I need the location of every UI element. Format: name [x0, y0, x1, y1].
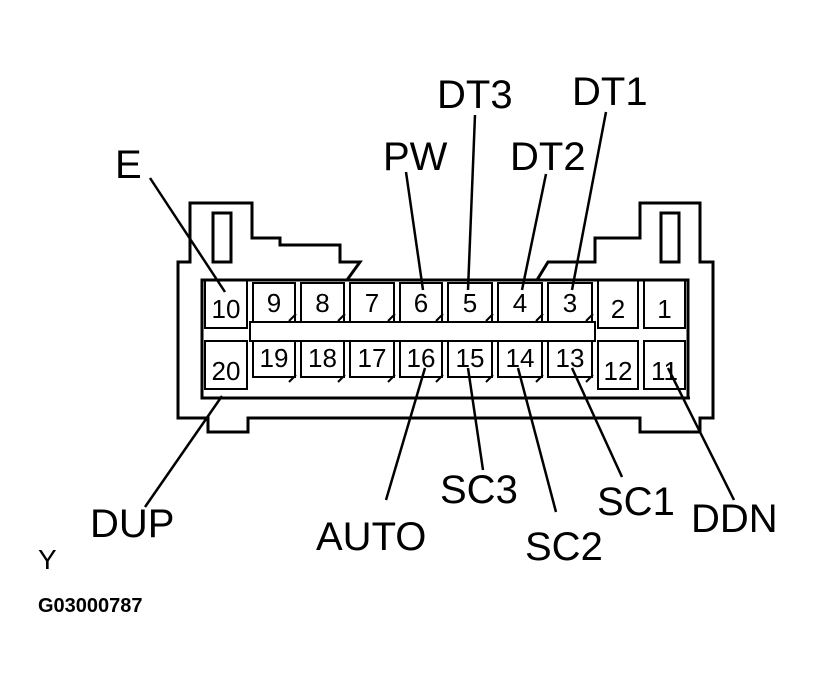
- pin-cavity: [547, 340, 593, 378]
- view-letter: Y: [38, 544, 57, 575]
- pin-cavity: [204, 279, 248, 329]
- pin-key-mark: [337, 374, 346, 383]
- leader-sc1: [570, 367, 624, 478]
- pin-number: 5: [463, 288, 477, 318]
- pin-key-mark: [387, 374, 396, 383]
- pin-number: 10: [212, 294, 241, 324]
- label-e: E: [115, 143, 142, 187]
- pin-number: 20: [212, 356, 241, 386]
- row-separator: [249, 321, 596, 342]
- label-pw: PW: [383, 135, 448, 179]
- leader-dt1: [570, 111, 608, 291]
- leader-dt2: [520, 173, 548, 291]
- pin-number: 18: [308, 343, 337, 373]
- pin-number: 1: [657, 294, 671, 324]
- pin-cavity: [204, 340, 248, 390]
- pin-number: 12: [604, 356, 633, 386]
- leader-sc2: [516, 367, 558, 513]
- pin-number: 13: [556, 343, 585, 373]
- pin-number: 14: [506, 343, 535, 373]
- pin-key-mark: [485, 313, 494, 322]
- pin-key-mark: [435, 374, 444, 383]
- pin-cavity: [349, 282, 395, 323]
- pin-cavity: [547, 282, 593, 323]
- pin-cavity: [643, 279, 686, 329]
- pin-number: 4: [513, 288, 527, 318]
- pin-number: 9: [267, 288, 281, 318]
- pin-number: 6: [414, 288, 428, 318]
- label-ddn: DDN: [691, 497, 778, 541]
- pin-cavity: [597, 340, 639, 390]
- pin-cavity: [300, 282, 345, 323]
- leader-auto: [384, 367, 427, 501]
- pin-cavity: [447, 282, 493, 323]
- pin-number: 19: [260, 343, 289, 373]
- leader-e: [148, 177, 227, 293]
- leader-dup: [143, 395, 224, 508]
- pin-cavity: [252, 282, 296, 323]
- left-lock-slot: [211, 211, 233, 264]
- leader-sc3: [466, 367, 485, 471]
- pin-cavity: [399, 340, 443, 378]
- pin-key-mark: [485, 374, 494, 383]
- pin-key-mark: [288, 374, 297, 383]
- pin-number: 7: [365, 288, 379, 318]
- pin-cavity: [497, 282, 543, 323]
- label-dup: DUP: [90, 502, 174, 546]
- right-lock-slot: [659, 211, 681, 264]
- connector-housing: [176, 201, 715, 434]
- pin-cavity: [643, 340, 686, 390]
- pin-number: 15: [456, 343, 485, 373]
- pin-key-mark: [288, 313, 297, 322]
- pin-cavity: [597, 279, 639, 329]
- pin-key-mark: [337, 313, 346, 322]
- pin-key-mark: [387, 313, 396, 322]
- pin-number: 3: [563, 288, 577, 318]
- pin-number: 17: [358, 343, 387, 373]
- pin-key-mark: [585, 313, 594, 322]
- pin-block: [200, 278, 690, 400]
- label-dt3: DT3: [437, 73, 513, 117]
- pin-cavity: [300, 340, 345, 378]
- pin-key-mark: [435, 313, 444, 322]
- figure-code: G03000787: [38, 595, 143, 617]
- pin-key-mark: [535, 313, 544, 322]
- pin-cavity: [252, 340, 296, 378]
- label-dt2: DT2: [510, 135, 586, 179]
- label-sc3: SC3: [440, 468, 518, 512]
- leader-pw: [404, 171, 425, 291]
- pin-cavity: [349, 340, 395, 378]
- label-dt1: DT1: [572, 70, 648, 114]
- pin-key-mark: [585, 374, 594, 383]
- label-sc1: SC1: [597, 480, 675, 524]
- pin-number: 8: [315, 288, 329, 318]
- pin-number: 16: [407, 343, 436, 373]
- label-auto: AUTO: [316, 515, 426, 559]
- pin-number: 2: [611, 294, 625, 324]
- leader-ddn: [666, 367, 736, 501]
- label-sc2: SC2: [525, 525, 603, 569]
- leader-dt3: [466, 114, 477, 291]
- pin-key-mark: [535, 374, 544, 383]
